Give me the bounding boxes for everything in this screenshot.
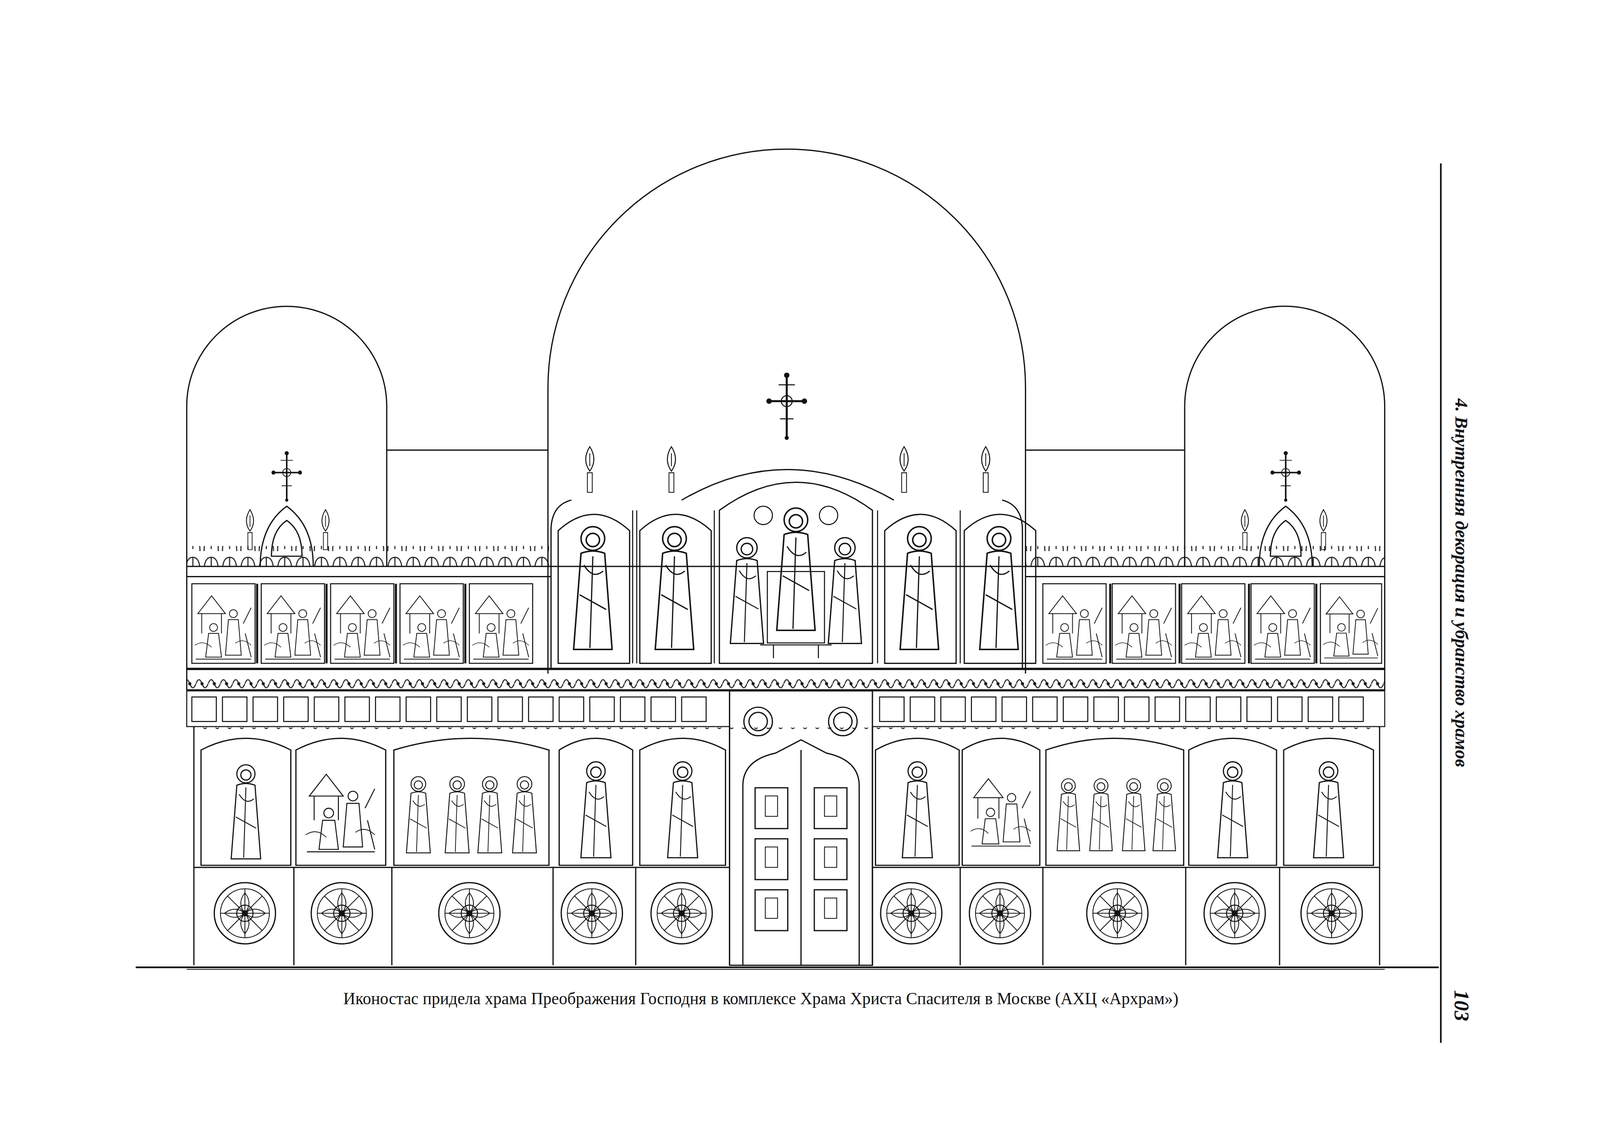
figure-caption: Иконостас придела храма Преображения Гос… bbox=[343, 989, 1179, 1009]
running-head: 4. Внутренняя декорация и убранство храм… bbox=[1450, 398, 1473, 768]
page-number: 103 bbox=[1449, 990, 1474, 1022]
